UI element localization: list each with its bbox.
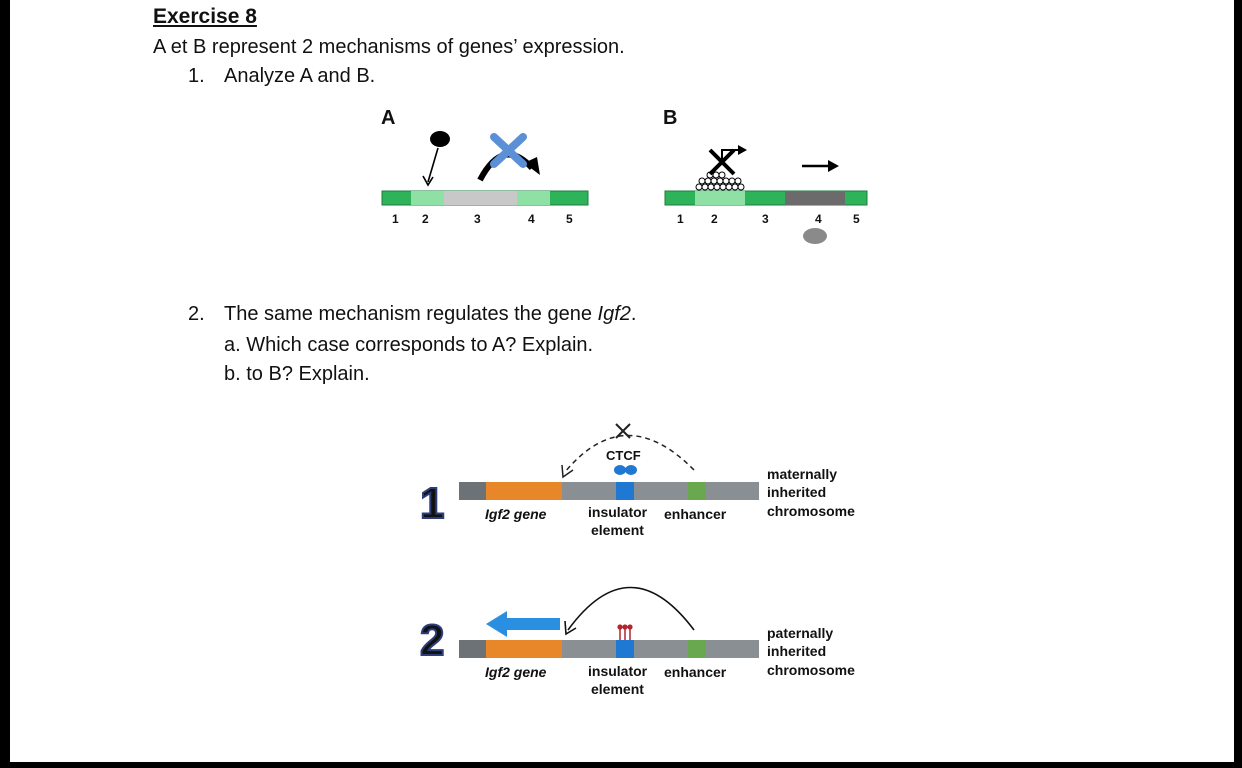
case-1-igf2-gene — [486, 482, 562, 500]
question-2b: b. to B? Explain. — [224, 363, 370, 385]
case-2-insulator-label: insulator — [588, 663, 648, 679]
worksheet-page: Exercise 8 A et B represent 2 mechanisms… — [10, 0, 1234, 762]
case-1-number: 1 — [420, 479, 444, 528]
panel-a-label: A — [381, 107, 395, 129]
case-2-insulator-label-2: element — [591, 681, 644, 697]
case-1-chromosome-label-3: chromosome — [767, 503, 855, 519]
panel-a-num-1: 1 — [392, 212, 399, 226]
case-1-chromosome-label-1: maternally — [767, 466, 837, 482]
case-1-chromosome-label-2: inherited — [767, 484, 826, 500]
case-2-insulator — [616, 640, 634, 658]
question-2-end: . — [630, 303, 637, 325]
case-2-enhancer-label: enhancer — [664, 664, 727, 680]
exercise-title: Exercise 8 — [153, 5, 257, 28]
panel-a-num-5: 5 — [566, 212, 573, 226]
panel-b-methylation-icon — [695, 171, 745, 191]
question-1: 1. Analyze A and B. — [188, 65, 375, 88]
case-2-enhancer-loop — [567, 586, 695, 631]
case-2-gene-label: Igf2 gene — [485, 664, 547, 680]
panel-b-num-5: 5 — [853, 212, 860, 226]
panel-b-region-4 — [785, 191, 845, 205]
question-2-text: The same mechanism regulates the gene — [224, 303, 598, 325]
case-2-methylation-icon — [617, 624, 633, 640]
panel-a-binding-arrow — [427, 147, 439, 183]
case-2-chromosome-label-1: paternally — [767, 625, 833, 641]
panel-a-repressor-icon — [430, 131, 450, 147]
case-2-number: 2 — [420, 616, 444, 665]
case-1-ctcf-icon — [614, 465, 626, 475]
question-2a: a. Which case corresponds to A? Explain. — [224, 334, 594, 356]
case-2-enhancer — [688, 640, 706, 658]
panel-a-region-3 — [444, 191, 517, 205]
panel-a-num-4: 4 — [528, 212, 535, 226]
case-2-chromosome-label-3: chromosome — [767, 662, 855, 678]
panel-a-region-2 — [411, 191, 444, 205]
panel-b-num-3: 3 — [762, 212, 769, 226]
case-1-gene-label: Igf2 gene — [485, 506, 547, 522]
panel-b-num-2: 2 — [711, 212, 718, 226]
exercise-intro: A et B represent 2 mechanisms of genes’ … — [153, 36, 625, 58]
case-1: 1 CTCF Igf2 gene insulator element enhan… — [419, 423, 855, 538]
case-2: 2 Igf2 gene insulator e — [419, 586, 855, 697]
case-1-insulator-label-2: element — [591, 522, 644, 538]
case-2-igf2-gene — [486, 640, 562, 658]
panel-a-blocked-cross-icon — [490, 133, 527, 168]
case-1-insulator — [616, 482, 634, 500]
case-1-blocked-loop — [564, 434, 695, 473]
question-1-text: Analyze A and B. — [224, 65, 376, 87]
panel-b-region-2 — [695, 191, 745, 205]
question-1-number: 1. — [188, 65, 205, 87]
panel-b-protein-icon — [803, 228, 827, 244]
panel-b-num-4: 4 — [815, 212, 822, 226]
case-1-insulator-label: insulator — [588, 504, 648, 520]
panel-a-region-4 — [517, 191, 550, 205]
question-2-number: 2. — [188, 303, 205, 325]
panel-a-num-2: 2 — [422, 212, 429, 226]
case-1-enhancer — [688, 482, 706, 500]
figure-top: A 1 2 3 4 5 B 1 — [381, 107, 868, 244]
panel-b-label: B — [663, 107, 677, 129]
figure-bottom: 1 CTCF Igf2 gene insulator element enhan… — [419, 423, 855, 697]
case-1-cross-icon — [615, 423, 631, 439]
question-2-gene: Igf2 — [597, 303, 631, 325]
panel-a: A 1 2 3 4 5 — [381, 107, 589, 226]
case-2-transcription-arrow-icon — [506, 618, 560, 630]
case-1-ctcf-label: CTCF — [606, 448, 641, 463]
panel-b: B 1 2 3 4 5 — [663, 107, 868, 244]
question-2: 2.The same mechanism regulates the gene … — [188, 303, 636, 326]
panel-a-num-3: 3 — [474, 212, 481, 226]
panel-b-num-1: 1 — [677, 212, 684, 226]
case-2-chromosome-label-2: inherited — [767, 643, 826, 659]
case-1-enhancer-label: enhancer — [664, 506, 727, 522]
